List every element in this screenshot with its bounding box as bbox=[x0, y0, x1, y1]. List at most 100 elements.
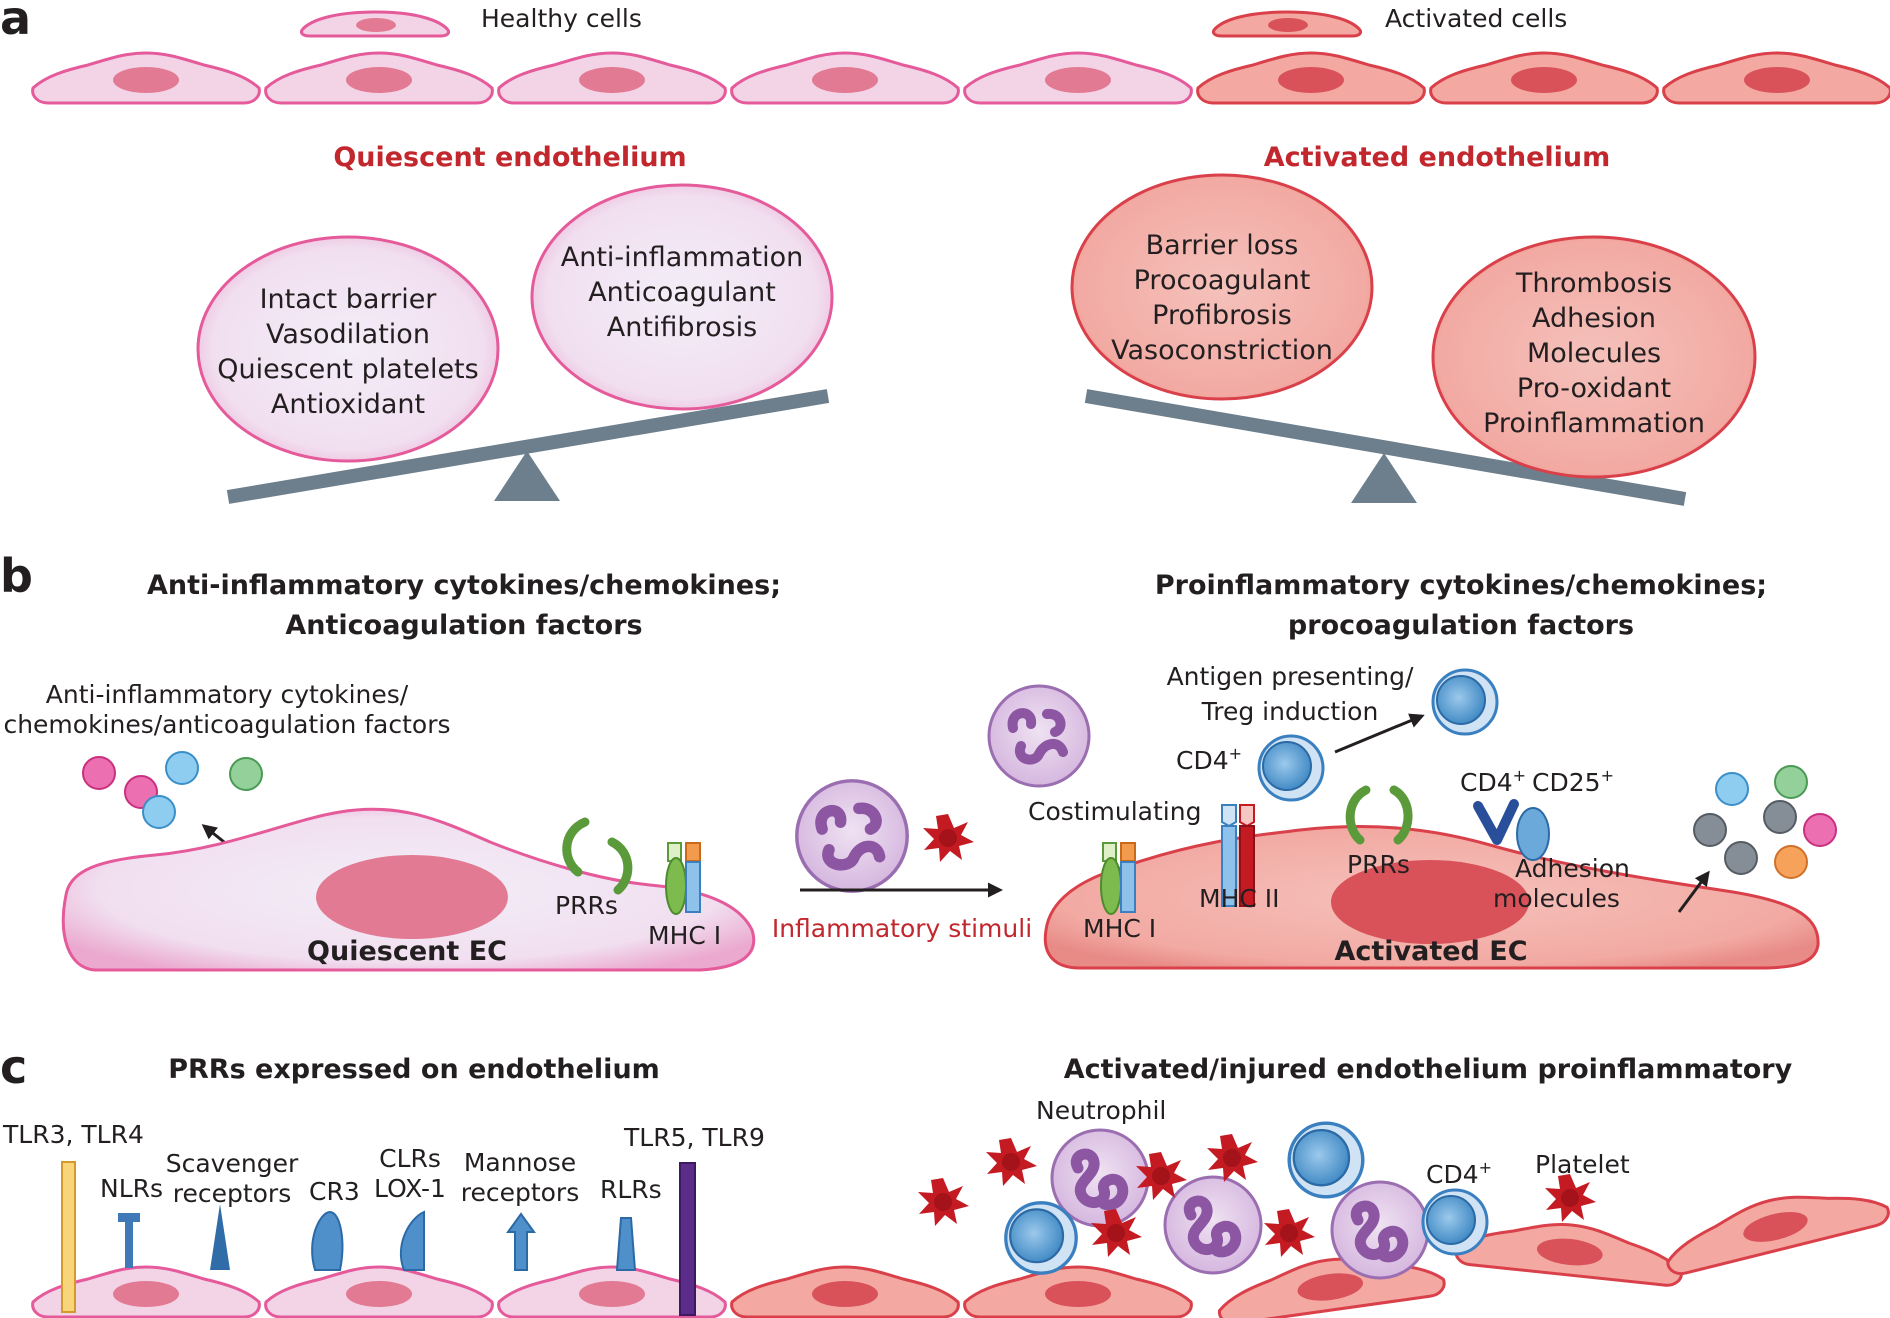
activated-right-balloon bbox=[1431, 235, 1757, 479]
quiescent-endothelium-title: Quiescent endothelium bbox=[333, 142, 686, 173]
panel-b-right-title-1: Proinflammatory cytokines/chemokines; bbox=[1155, 570, 1767, 601]
mhc1-receptor-icon-activated bbox=[1100, 842, 1136, 915]
platelet-label: Platelet bbox=[1535, 1150, 1630, 1179]
adhesion-molecules-label-2: molecules bbox=[1493, 884, 1620, 913]
activated-left-line: Profibrosis bbox=[1152, 300, 1292, 331]
cd4-cd25-label: CD4+CD25+ bbox=[1460, 766, 1614, 797]
adhesion-molecule-icon bbox=[1516, 807, 1550, 861]
antigen-presenting-label-1: Antigen presenting/ bbox=[1167, 662, 1414, 691]
panel-b-left-title-1: Anti-inflammatory cytokines/chemokines; bbox=[147, 570, 781, 601]
activated-left-balloon bbox=[1070, 173, 1374, 401]
activated-right-line: Adhesion bbox=[1532, 303, 1656, 334]
quiescent-right-line: Antifibrosis bbox=[607, 312, 757, 343]
costimulating-label: Costimulating bbox=[1028, 797, 1201, 826]
cd4-t-cell-icon bbox=[1257, 734, 1325, 802]
neutrophil-icon bbox=[1165, 1177, 1261, 1273]
nlrs-label: NLRs bbox=[100, 1174, 163, 1203]
mhc2-label: MHC II bbox=[1199, 884, 1280, 913]
release-arrow-right bbox=[1677, 870, 1710, 913]
seesaw-fulcrum-right bbox=[1351, 453, 1417, 503]
prr-receptor-icon bbox=[1345, 785, 1371, 845]
prrs-label-activated: PRRs bbox=[1347, 850, 1410, 879]
activated-left-line: Barrier loss bbox=[1146, 230, 1299, 261]
mannose-label-2: receptors bbox=[461, 1178, 580, 1207]
tlr3-tlr4-receptor-icon bbox=[61, 1161, 76, 1313]
activated-left-line: Vasoconstriction bbox=[1111, 335, 1333, 366]
t-cell-icon bbox=[1004, 1201, 1078, 1275]
adhesion-molecule-v-icon bbox=[1473, 799, 1519, 845]
anti-inflammatory-factors-label-2: chemokines/anticoagulation factors bbox=[3, 710, 450, 739]
prr-receptor-icon bbox=[562, 817, 590, 877]
mhc1-label-activated: MHC I bbox=[1083, 914, 1156, 943]
neutrophil-label: Neutrophil bbox=[1036, 1096, 1166, 1125]
activated-ec-label: Activated EC bbox=[1334, 936, 1527, 967]
panel-b-right-title-2: procoagulation factors bbox=[1288, 610, 1634, 641]
prrs-label-quiescent: PRRs bbox=[555, 891, 618, 920]
seesaw-beam-left bbox=[226, 389, 830, 504]
adhesion-molecules-label-1: Adhesion bbox=[1515, 854, 1630, 883]
tlr5-tlr9-receptor-icon bbox=[679, 1162, 696, 1316]
seesaw-beam-right bbox=[1084, 389, 1687, 506]
tlr3-tlr4-label: TLR3, TLR4 bbox=[2, 1120, 144, 1149]
activated-right-line: Thrombosis bbox=[1515, 268, 1672, 299]
activated-endothelium-title: Activated endothelium bbox=[1264, 142, 1611, 173]
neutrophil-icon bbox=[989, 686, 1089, 786]
cd4-label-c: CD4+ bbox=[1426, 1158, 1492, 1189]
activated-right-line: Proinflammation bbox=[1483, 408, 1705, 439]
rlr-receptor-icon bbox=[615, 1217, 637, 1271]
scavenger-label-2: receptors bbox=[173, 1179, 292, 1208]
neutrophil-icon bbox=[1332, 1182, 1428, 1278]
legend-activated-cell bbox=[1212, 10, 1362, 38]
cd4-label: CD4+ bbox=[1176, 744, 1242, 775]
anti-inflammatory-factors-label-1: Anti-inflammatory cytokines/ bbox=[46, 680, 409, 709]
quiescent-right-line: Anti-inflammation bbox=[561, 242, 803, 273]
t-cell-icon bbox=[1421, 1188, 1489, 1256]
panel-a-letter: a bbox=[0, 0, 31, 45]
treg-cell-icon bbox=[1431, 668, 1499, 736]
quiescent-left-line: Quiescent platelets bbox=[217, 354, 478, 385]
quiescent-left-balloon bbox=[196, 235, 500, 463]
released-factor-circles-right bbox=[1693, 765, 1837, 879]
quiescent-left-line: Intact barrier bbox=[260, 284, 438, 315]
legend-activated-label: Activated cells bbox=[1385, 4, 1567, 33]
activated-right-line: Molecules bbox=[1527, 338, 1661, 369]
mannose-label-1: Mannose bbox=[464, 1148, 576, 1177]
quiescent-right-line: Anticoagulant bbox=[588, 277, 776, 308]
mhc1-receptor-icon bbox=[665, 842, 701, 915]
inflammatory-stimuli-label: Inflammatory stimuli bbox=[772, 914, 1032, 943]
panel-b-letter: b bbox=[0, 549, 33, 603]
platelet-icon bbox=[923, 814, 974, 862]
panel-c-letter: c bbox=[0, 1040, 27, 1094]
prr-receptor-icon bbox=[1389, 785, 1413, 845]
cr3-receptor-icon bbox=[311, 1210, 344, 1271]
nlr-receptor-icon bbox=[118, 1213, 140, 1268]
rlrs-label: RLRs bbox=[600, 1175, 662, 1204]
antigen-presenting-label-2: Treg induction bbox=[1201, 697, 1379, 726]
activated-left-line: Procoagulant bbox=[1134, 265, 1311, 296]
panel-c-left-title: PRRs expressed on endothelium bbox=[168, 1054, 660, 1085]
cr3-label: CR3 bbox=[309, 1177, 360, 1206]
neutrophil-icon bbox=[795, 779, 909, 893]
panel-c-right-title: Activated/injured endothelium proinflamm… bbox=[1064, 1054, 1793, 1085]
clr-receptor-icon bbox=[399, 1210, 425, 1271]
legend-healthy-cell bbox=[300, 10, 450, 38]
prr-receptor-icon bbox=[607, 837, 633, 895]
antigen-arrow bbox=[1334, 713, 1425, 754]
seesaw-fulcrum-left bbox=[494, 451, 560, 501]
released-factor-circles bbox=[82, 751, 263, 829]
scavenger-label-1: Scavenger bbox=[166, 1149, 299, 1178]
quiescent-left-line: Antioxidant bbox=[271, 389, 425, 420]
clrs-label-2: LOX-1 bbox=[374, 1174, 446, 1203]
scavenger-receptor-icon bbox=[210, 1204, 230, 1270]
quiescent-right-balloon bbox=[530, 183, 834, 411]
t-cell-icon bbox=[1287, 1121, 1365, 1199]
panel-b-left-title-2: Anticoagulation factors bbox=[285, 610, 642, 641]
quiescent-ec-nucleus bbox=[316, 855, 508, 939]
mhc2-receptor-icon bbox=[1221, 804, 1255, 907]
quiescent-ec-label: Quiescent EC bbox=[307, 936, 507, 967]
activated-right-line: Pro-oxidant bbox=[1517, 373, 1671, 404]
legend-healthy-label: Healthy cells bbox=[481, 4, 642, 33]
activated-ec-nucleus bbox=[1331, 860, 1529, 944]
quiescent-left-line: Vasodilation bbox=[266, 319, 430, 350]
